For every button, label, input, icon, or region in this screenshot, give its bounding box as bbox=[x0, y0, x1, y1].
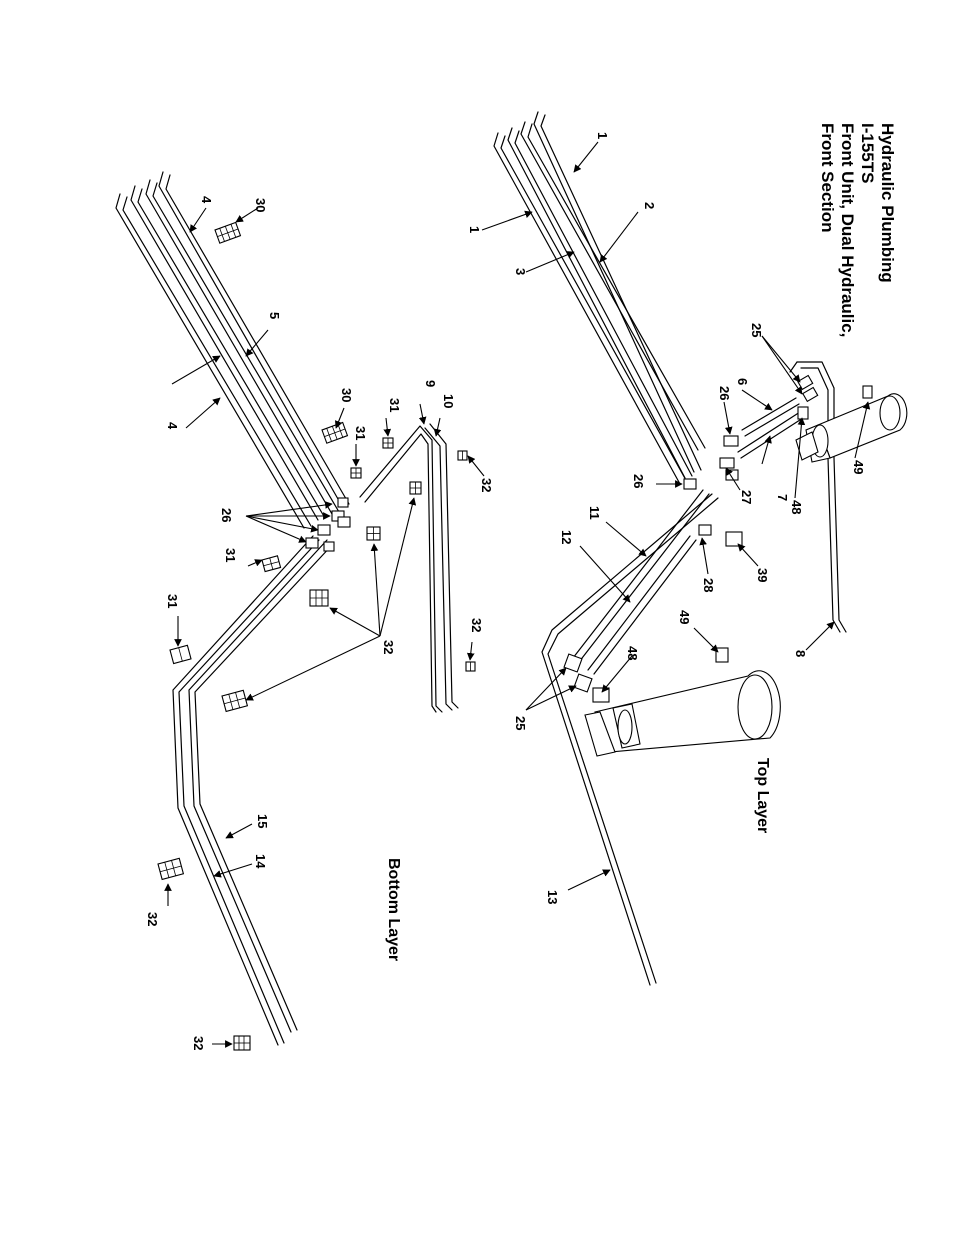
callout-14: 14 bbox=[253, 854, 268, 869]
tube-4c bbox=[116, 194, 304, 528]
callout-49-lower: 49 bbox=[677, 610, 692, 624]
callout-5: 5 bbox=[267, 312, 282, 319]
callout-3: 3 bbox=[513, 268, 528, 275]
clamp-block-32d bbox=[310, 590, 328, 606]
top-leaders bbox=[482, 142, 868, 890]
callout-4-lower: 4 bbox=[165, 422, 180, 430]
callout-27: 27 bbox=[739, 490, 754, 504]
clamp-block-30a bbox=[215, 222, 240, 243]
tube-7-inner bbox=[741, 418, 803, 458]
callout-1-upper: 1 bbox=[595, 132, 610, 139]
callout-31-b: 31 bbox=[353, 426, 368, 440]
callout-6: 6 bbox=[735, 378, 750, 385]
callout-31-a: 31 bbox=[387, 398, 402, 412]
callout-13: 13 bbox=[545, 890, 560, 904]
tube-2-inner bbox=[528, 124, 705, 448]
title-line-1: Hydraulic Plumbing bbox=[878, 123, 897, 283]
clamp-block-31d bbox=[170, 645, 191, 663]
clamp-block-32g bbox=[158, 858, 183, 879]
bottom-callouts: 30 4 5 4 30 31 31 9 10 32 26 31 32 31 32… bbox=[145, 196, 494, 1050]
tube-7 bbox=[738, 412, 800, 452]
callout-48-lower: 48 bbox=[625, 646, 640, 660]
title-line-2: I-155TS bbox=[858, 123, 877, 183]
callout-11: 11 bbox=[587, 506, 602, 520]
callout-26-lower: 26 bbox=[631, 474, 646, 488]
tube-6 bbox=[742, 398, 796, 430]
callout-7: 7 bbox=[775, 494, 790, 501]
callout-32-e: 32 bbox=[191, 1036, 206, 1050]
callout-1-lower: 1 bbox=[467, 226, 482, 233]
clamp-block-32a bbox=[458, 451, 467, 460]
callout-32-a: 32 bbox=[479, 478, 494, 492]
callout-26-upper: 26 bbox=[717, 386, 732, 400]
top-layer-label: Top Layer bbox=[754, 758, 771, 833]
clamp-block-30b bbox=[322, 422, 347, 443]
tube-4c-inner bbox=[123, 197, 311, 526]
clamp-block-32b bbox=[410, 482, 421, 494]
callout-25-lower: 25 bbox=[513, 716, 528, 730]
callout-32-d: 32 bbox=[145, 912, 160, 926]
diagram-title: Hydraulic Plumbing I-155TS Front Unit, D… bbox=[818, 123, 897, 337]
tube-1a bbox=[534, 112, 694, 472]
callout-12: 12 bbox=[559, 530, 574, 544]
callout-32-c: 32 bbox=[469, 618, 484, 632]
clamp-block-32h bbox=[234, 1036, 250, 1050]
clamp-block-31b bbox=[351, 468, 361, 478]
tube-8 bbox=[797, 362, 846, 632]
tube-1b-inner bbox=[501, 136, 687, 482]
tube-14 bbox=[173, 536, 313, 1045]
callout-39: 39 bbox=[755, 568, 770, 582]
callout-28: 28 bbox=[701, 578, 716, 592]
callout-25-upper: 25 bbox=[749, 323, 764, 337]
callout-26-bottom: 26 bbox=[219, 508, 234, 522]
clamp-blocks bbox=[158, 222, 475, 1050]
callout-31-d: 31 bbox=[165, 594, 180, 608]
tube-3-inner bbox=[515, 131, 692, 476]
tube-6-inner bbox=[745, 404, 799, 436]
tube-15 bbox=[189, 540, 327, 1032]
callout-4-upper: 4 bbox=[199, 196, 214, 204]
clamp-block-32c bbox=[367, 527, 380, 540]
title-line-4: Front Section bbox=[818, 123, 837, 233]
tube-5-inner bbox=[153, 183, 339, 512]
tube-4a bbox=[159, 172, 342, 506]
clamp-block-31a bbox=[383, 438, 393, 448]
upper-hydraulic-cylinder bbox=[796, 394, 907, 462]
callout-48-upper: 48 bbox=[789, 500, 804, 514]
callout-30-lower: 30 bbox=[339, 388, 354, 402]
clamp-block-31c bbox=[262, 556, 281, 572]
callout-30-upper: 30 bbox=[253, 198, 268, 212]
title-line-3: Front Unit, Dual Hydraulic, bbox=[838, 123, 857, 337]
lower-hydraulic-cylinder bbox=[585, 671, 780, 756]
clamp-block-32f bbox=[222, 690, 247, 711]
callout-15: 15 bbox=[255, 814, 270, 828]
callout-2: 2 bbox=[642, 202, 657, 209]
tube-1a-inner bbox=[541, 115, 701, 470]
callout-10: 10 bbox=[441, 394, 456, 408]
callout-31-c: 31 bbox=[223, 548, 238, 562]
callout-9: 9 bbox=[423, 380, 438, 387]
tube-10 bbox=[425, 428, 452, 710]
clamp-block-32e bbox=[466, 662, 475, 671]
callout-8: 8 bbox=[793, 650, 808, 657]
callout-32-b: 32 bbox=[381, 640, 396, 654]
tube-15-inner bbox=[195, 544, 333, 1030]
bottom-layer-label: Bottom Layer bbox=[385, 858, 402, 961]
bottom-layer-tubes bbox=[116, 172, 458, 1045]
callout-49-upper: 49 bbox=[851, 460, 866, 474]
top-callouts: 1 2 1 3 25 6 26 7 48 49 27 26 11 12 28 3… bbox=[467, 132, 866, 904]
top-layer-tubes bbox=[494, 112, 846, 985]
